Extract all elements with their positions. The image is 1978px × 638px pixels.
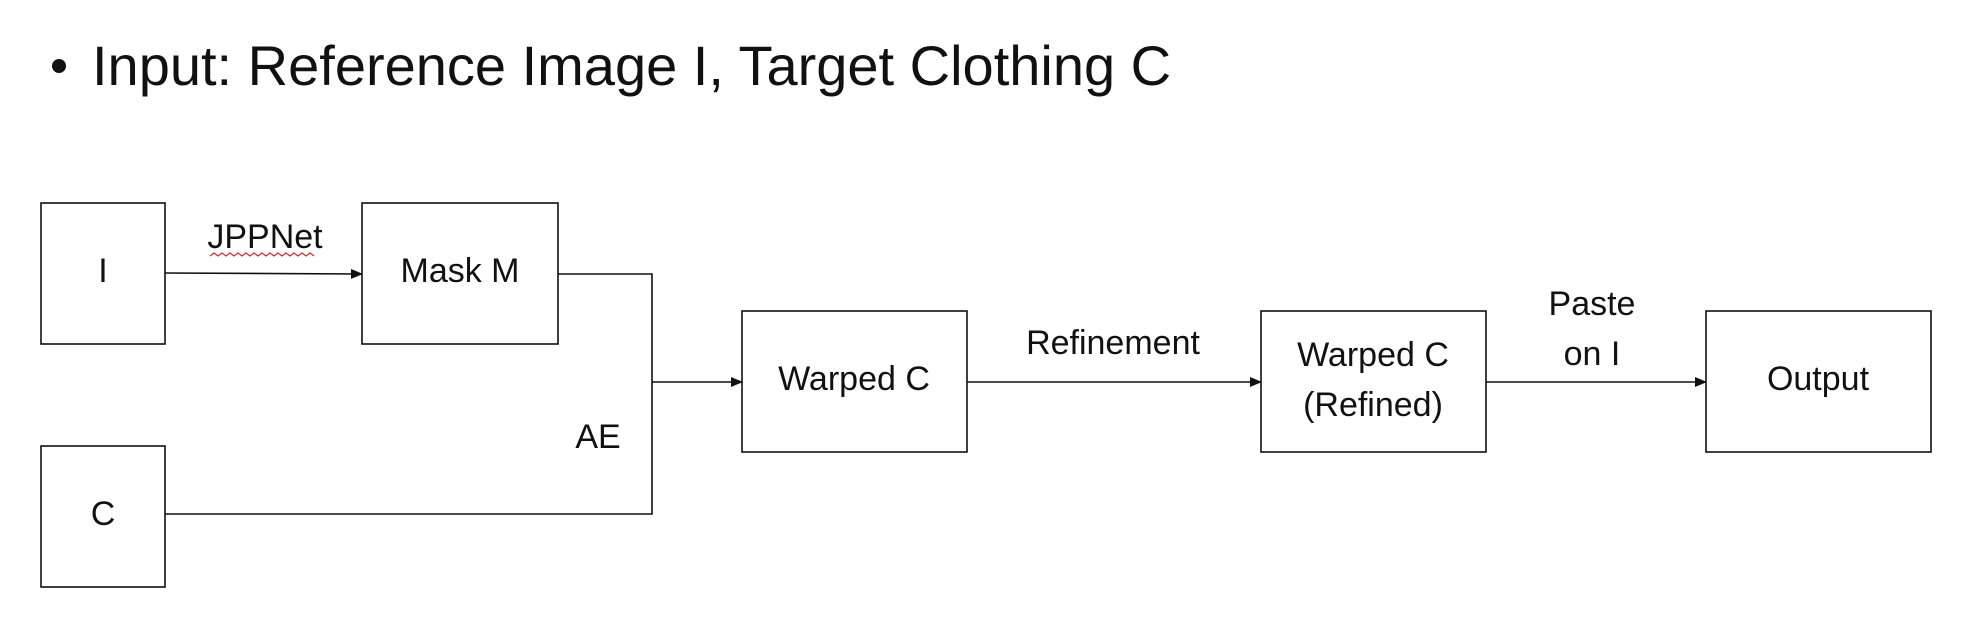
bullet-text: Input: Reference Image I, Target Clothin…: [92, 34, 1172, 97]
node-warped-refined-label-line2: (Refined): [1303, 386, 1443, 424]
edge-label-ae: AE: [575, 418, 620, 456]
node-input-i-box: [40, 202, 166, 345]
node-warped-c-box: [741, 310, 968, 453]
edge-label-paste-line1: Paste: [1549, 285, 1636, 323]
node-output-box: [1705, 310, 1932, 453]
edge-mask-to-junction: [558, 273, 653, 382]
edge-label-jppnet: JPPNet: [207, 218, 323, 256]
edge-label-refinement: Refinement: [1026, 324, 1200, 362]
node-mask-m-label: Mask M: [401, 252, 520, 290]
node-warped-c-label: Warped C: [778, 360, 930, 398]
node-input-c-label: C: [91, 495, 116, 533]
node-warped-refined-label-line1: Warped C: [1297, 336, 1449, 374]
edge-i-to-mask: [164, 268, 363, 279]
bullet-heading: Input: Reference Image I, Target Clothin…: [46, 26, 1171, 106]
node-input-c-box: [40, 445, 166, 588]
edge-c-to-junction: [165, 382, 653, 515]
bullet-point-icon: [52, 59, 66, 73]
spellcheck-underline-icon: [209, 252, 315, 257]
node-input-i-label: I: [98, 252, 107, 290]
edge-label-paste-line2: on I: [1564, 335, 1621, 373]
node-output-label: Output: [1767, 360, 1870, 398]
node-warped-refined-box: [1260, 310, 1487, 453]
